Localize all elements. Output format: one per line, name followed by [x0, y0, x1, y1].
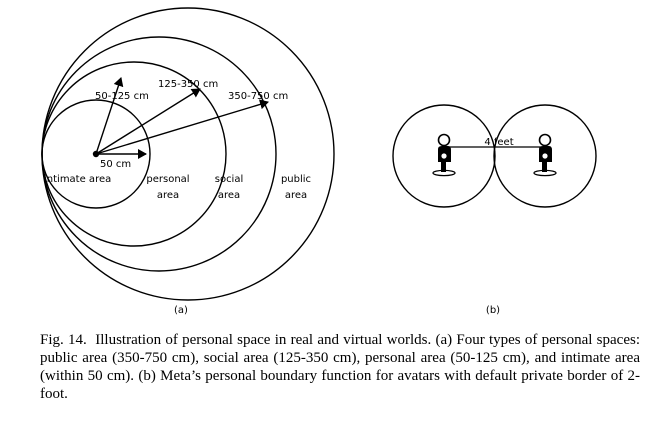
arrow-social [95, 88, 201, 155]
distance-label: 4 feet [484, 137, 513, 148]
personal-area-label-1: personal [146, 174, 189, 185]
public-circle [41, 7, 335, 301]
range-social-label: 125-350 cm [158, 79, 218, 90]
public-area-label-2: area [285, 190, 307, 201]
panel-b-label: (b) [486, 305, 500, 316]
panel-a-label: (a) [174, 305, 188, 316]
panel-a-diagram: 50 cm 50-125 cm 125-350 cm 350-750 cm in… [41, 7, 335, 316]
public-area-label-1: public [281, 174, 311, 185]
arrow-personal [95, 77, 124, 155]
figure-illustration: 50 cm 50-125 cm 125-350 cm 350-750 cm in… [41, 7, 597, 316]
right-avatar-icon [533, 133, 557, 177]
range-public-label: 350-750 cm [228, 91, 288, 102]
right-boundary-circle [493, 104, 597, 208]
arrow-public [95, 99, 269, 155]
left-boundary-circle [392, 104, 496, 208]
range-intimate-label: 50 cm [100, 159, 131, 170]
caption-prefix: Fig. 14. [40, 332, 87, 348]
social-area-label-1: social [215, 174, 244, 185]
social-circle [41, 36, 277, 272]
range-personal-label: 50-125 cm [95, 91, 149, 102]
panel-b-diagram: 4 feet (b) [392, 104, 597, 316]
social-area-label-2: area [218, 190, 240, 201]
figure-caption: Fig. 14. Illustration of personal space … [40, 331, 640, 403]
caption-text: Illustration of personal space in real a… [40, 332, 640, 402]
personal-area-label-2: area [157, 190, 179, 201]
left-avatar-icon [432, 133, 456, 177]
intimate-area-label: intimate area [44, 174, 111, 185]
